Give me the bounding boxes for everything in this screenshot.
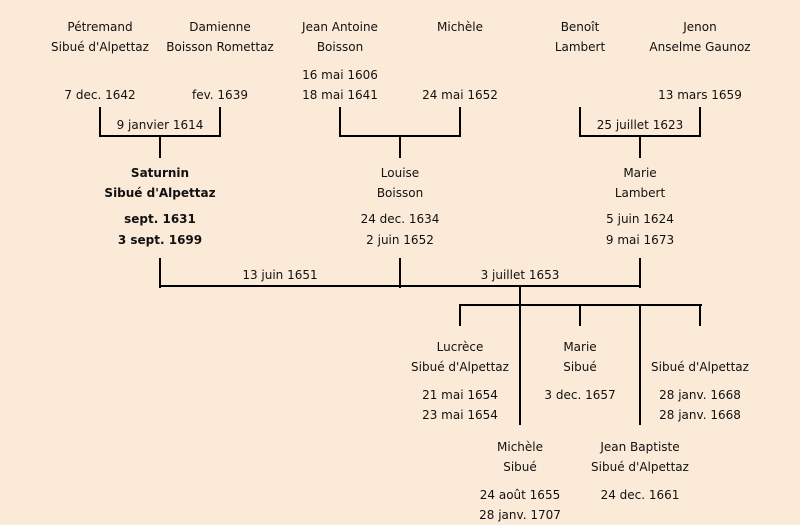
connector-line	[399, 258, 401, 288]
person-louise-birth: 24 dec. 1634	[360, 212, 440, 226]
person-jean-antoine-first: Jean Antoine	[302, 20, 378, 34]
connector-line	[339, 107, 341, 137]
person-jenon-death: 13 mars 1659	[658, 88, 742, 102]
person-petremand-first: Pétremand	[67, 20, 133, 34]
marriage-date: 3 juillet 1653	[480, 268, 560, 282]
person-saturnin-first: Saturnin	[130, 166, 190, 180]
person-saturnin-birth: sept. 1631	[124, 212, 196, 226]
person-jean-antoine-birth: 16 mai 1606	[302, 68, 378, 82]
connector-line	[639, 304, 641, 425]
person-louise-first: Louise	[380, 166, 420, 180]
person-michele-sibue-last: Sibué	[503, 460, 537, 474]
connector-line	[219, 107, 221, 137]
connector-line	[699, 107, 701, 137]
connector-line	[579, 304, 581, 326]
person-damienne-first: Damienne	[189, 20, 251, 34]
person-marie-lambert-death: 9 mai 1673	[605, 233, 675, 247]
person-lucrece-last: Sibué d'Alpettaz	[411, 360, 509, 374]
marriage-date: 13 juin 1651	[242, 268, 318, 282]
connector-line	[639, 258, 641, 288]
person-michele-first: Michèle	[437, 20, 483, 34]
person-marie-sibue-birth: 3 dec. 1657	[544, 388, 616, 402]
connector-line	[519, 285, 521, 425]
connector-line	[579, 107, 581, 137]
person-unnamed-last: Sibué d'Alpettaz	[651, 360, 749, 374]
connector-line	[99, 107, 101, 137]
person-michele-death: 24 mai 1652	[422, 88, 498, 102]
person-jenon-last: Anselme Gaunoz	[649, 40, 751, 54]
connector-line	[459, 107, 461, 137]
person-damienne-death: fev. 1639	[192, 88, 248, 102]
person-marie-lambert-first: Marie	[623, 166, 657, 180]
person-jean-antoine-death: 18 mai 1641	[302, 88, 378, 102]
person-petremand-death: 7 dec. 1642	[64, 88, 136, 102]
person-lucrece-birth: 21 mai 1654	[422, 388, 498, 402]
marriage-date: 9 janvier 1614	[116, 118, 204, 132]
person-marie-sibue-last: Sibué	[563, 360, 597, 374]
person-saturnin-death: 3 sept. 1699	[117, 233, 203, 247]
connector-line	[159, 135, 161, 158]
person-petremand-last: Sibué d'Alpettaz	[51, 40, 149, 54]
person-louise-death: 2 juin 1652	[366, 233, 434, 247]
connector-line	[159, 285, 641, 287]
person-michele-sibue-birth: 24 août 1655	[479, 488, 561, 502]
person-marie-lambert-last: Lambert	[614, 186, 666, 200]
person-michele-sibue-first: Michèle	[497, 440, 543, 454]
connector-line	[639, 135, 641, 158]
person-jenon-first: Jenon	[683, 20, 717, 34]
person-jean-antoine-last: Boisson	[316, 40, 364, 54]
person-michele-sibue-death: 28 janv. 1707	[479, 508, 561, 522]
person-unnamed-death: 28 janv. 1668	[659, 408, 741, 422]
person-jean-baptiste-first: Jean Baptiste	[600, 440, 680, 454]
person-marie-lambert-birth: 5 juin 1624	[606, 212, 674, 226]
connector-line	[459, 304, 461, 326]
person-saturnin-last: Sibué d'Alpettaz	[104, 186, 216, 200]
person-lucrece-first: Lucrèce	[436, 340, 484, 354]
person-benoit-first: Benoît	[560, 20, 600, 34]
person-damienne-last: Boisson Romettaz	[166, 40, 274, 54]
person-lucrece-death: 23 mai 1654	[422, 408, 498, 422]
person-benoit-last: Lambert	[554, 40, 606, 54]
person-unnamed-birth: 28 janv. 1668	[659, 388, 741, 402]
person-louise-last: Boisson	[376, 186, 424, 200]
connector-line	[159, 258, 161, 288]
person-jean-baptiste-birth: 24 dec. 1661	[600, 488, 680, 502]
connector-line	[699, 304, 701, 326]
person-marie-sibue-first: Marie	[563, 340, 597, 354]
connector-line	[399, 135, 401, 158]
marriage-date: 25 juillet 1623	[596, 118, 684, 132]
person-jean-baptiste-last: Sibué d'Alpettaz	[591, 460, 689, 474]
